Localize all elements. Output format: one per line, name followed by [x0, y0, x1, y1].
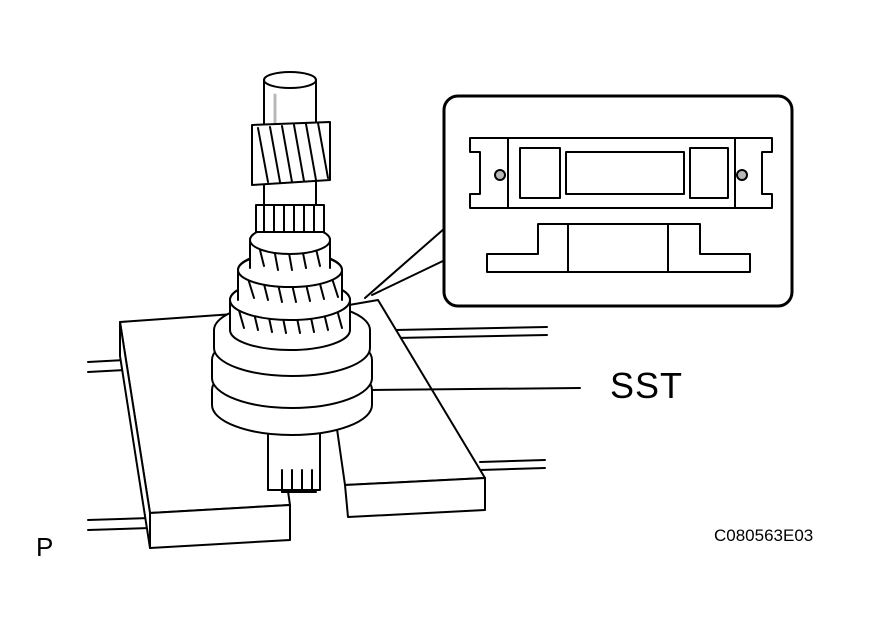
press-base-section — [486, 223, 751, 273]
leader-lines — [364, 227, 581, 391]
press-rails — [87, 326, 548, 531]
bearing-cross-section — [469, 137, 773, 209]
sst-label: SST — [610, 365, 684, 406]
gear-stack — [229, 225, 351, 351]
detail-inset — [442, 94, 794, 308]
corner-label: P — [36, 532, 54, 562]
figure-code: C080563E03 — [714, 526, 814, 545]
upper-shaft — [251, 71, 331, 233]
